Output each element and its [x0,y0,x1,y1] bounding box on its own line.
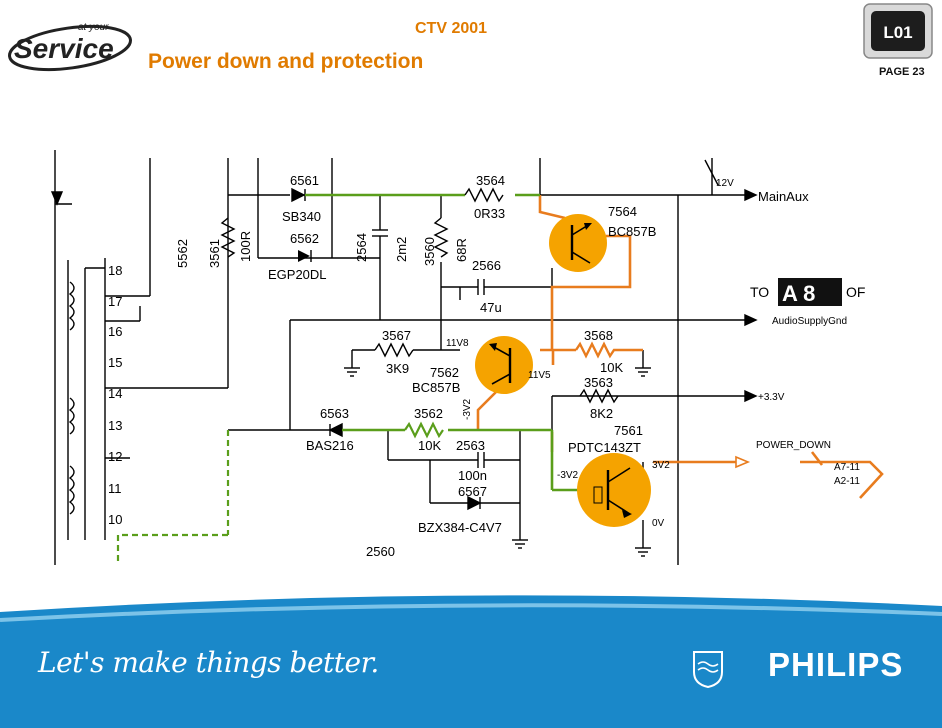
label-2560: 2560 [366,544,395,559]
label-6563: 6563 [320,406,349,421]
label-2564: 2564 [354,233,369,262]
label-3k9: 3K9 [386,361,409,376]
label-sb340: SB340 [282,209,321,224]
label-12v: 12V [716,178,734,189]
label-3v3: +3.3V [758,392,785,403]
pin-label: 13 [108,418,122,433]
pin-label: 16 [108,324,122,339]
label-a2-11: A2-11 [834,476,860,487]
page-title: Power down and protection [148,50,424,73]
transistor-7561 [577,453,651,527]
label-minus-3v2-a: -3V2 [462,398,473,420]
label-2566: 2566 [472,258,501,273]
label-mainaux: MainAux [758,189,809,204]
label-audiosupplygnd: AudioSupplyGnd [772,316,847,327]
page-label: PAGE [879,66,910,78]
label-2m2: 2m2 [394,237,409,262]
label-3561: 3561 [207,239,222,268]
label-a8: A 8 [782,281,815,306]
label-a7-11: A7-11 [834,462,860,473]
label-3564: 3564 [476,173,505,188]
label-3560: 3560 [422,237,437,266]
transistor-7562 [475,336,533,394]
label-7562: 7562 [430,365,459,380]
schematic-diagram: 6561 SB340 6562 EGP20DL 5562 3561 100R 2… [50,150,884,565]
label-100n: 100n [458,468,487,483]
footer-band [0,595,942,728]
label-5562: 5562 [175,239,190,268]
badge-code: L01 [883,23,912,42]
label-3v2: 3V2 [652,460,670,471]
header: at your Service CTV 2001 Power down and … [0,0,942,90]
label-11v8: 11V8 [446,338,469,349]
label-8k2: 8K2 [590,406,613,421]
logo-word: Service [14,33,114,64]
page-number: 23 [912,66,925,78]
label-0r33: 0R33 [474,206,505,221]
service-logo: at your Service [8,22,132,72]
label-100r: 100R [238,231,253,262]
label-egp20dl: EGP20DL [268,267,327,282]
label-3563: 3563 [584,375,613,390]
label-11v5: 11V5 [528,370,551,381]
label-47u: 47u [480,300,502,315]
label-bc857b-top: BC857B [608,224,656,239]
label-6561: 6561 [290,173,319,188]
pin-label: 11 [108,481,122,496]
pin-label: 18 [108,263,122,278]
label-7561: 7561 [614,423,643,438]
pin-label: 14 [108,386,122,401]
label-minus-3v2-b: -3V2 [557,470,579,481]
logo-tagline: at your [78,22,109,33]
label-2563: 2563 [456,438,485,453]
label-bc857b-mid: BC857B [412,380,460,395]
philips-shield-icon [693,651,723,688]
label-pdtc143zt: PDTC143ZT [568,440,641,455]
ctv-title: CTV 2001 [415,20,488,37]
label-of: OF [846,284,865,300]
transformer-pins: 18 17 16 15 14 13 12 11 10 [108,263,122,527]
brand-logo: PHILIPS [768,646,904,683]
pin-label: 17 [108,294,122,309]
label-power-down: POWER_DOWN [756,440,831,451]
label-6562: 6562 [290,231,319,246]
label-10k-a: 10K [600,360,623,375]
tv-badge-icon: L01 [863,3,933,59]
label-bas216: BAS216 [306,438,354,453]
label-6567: 6567 [458,484,487,499]
slogan: Let's make things better. [38,646,379,679]
label-3568: 3568 [584,328,613,343]
label-0v: 0V [652,518,665,529]
label-3562: 3562 [414,406,443,421]
pin-label: 12 [108,449,122,464]
label-10k-b: 10K [418,438,441,453]
transistor-7564 [549,214,607,272]
label-68r: 68R [454,238,469,262]
label-3567: 3567 [382,328,411,343]
pin-label: 10 [108,512,122,527]
label-7564: 7564 [608,204,637,219]
connector-a8-box [778,278,842,306]
label-to: TO [750,284,769,300]
pin-label: 15 [108,355,122,370]
label-bzx384: BZX384-C4V7 [418,520,502,535]
